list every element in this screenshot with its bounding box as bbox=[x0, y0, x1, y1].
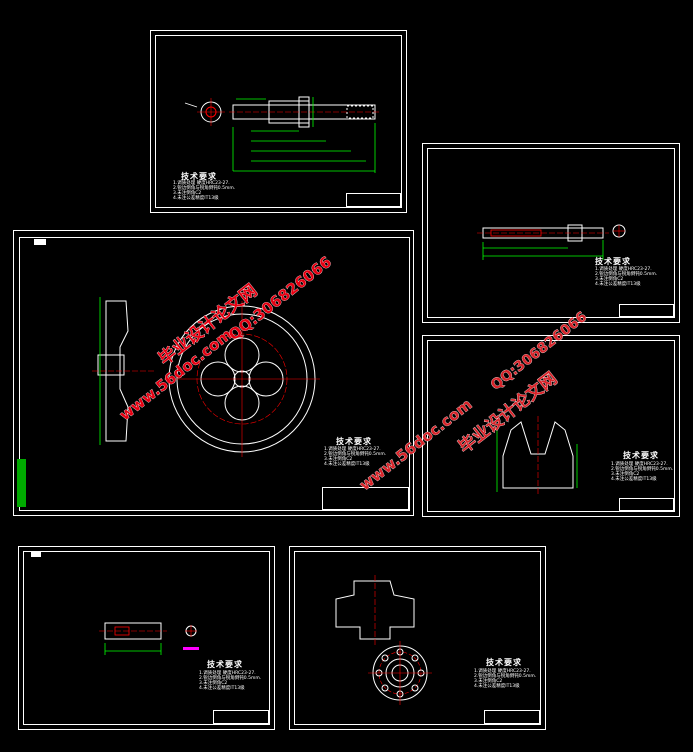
gear-drawing bbox=[17, 239, 320, 507]
title-block bbox=[619, 498, 674, 511]
requirement-line: 2.锐边倒角与锐角倒钝0.5mm. bbox=[595, 272, 658, 277]
requirements-title: 技术要求 bbox=[486, 658, 522, 667]
requirements-title: 技术要求 bbox=[207, 660, 243, 669]
title-block bbox=[322, 487, 409, 510]
requirement-line: 2.锐边倒角与锐角倒钝0.5mm. bbox=[199, 676, 262, 681]
requirement-line: 1.调质处理 硬度HRC23-27. bbox=[199, 671, 256, 676]
requirements-title: 技术要求 bbox=[181, 172, 217, 181]
requirement-line: 3.未注倒角C2 bbox=[199, 681, 228, 686]
requirements-title: 技术要求 bbox=[336, 437, 372, 446]
title-block bbox=[484, 710, 540, 724]
drawing-sheet-pin: 技术要求 1.调质处理 硬度HRC23-27. 2.锐边倒角与锐角倒钝0.5mm… bbox=[18, 546, 275, 730]
requirement-line: 1.调质处理 硬度HRC23-27. bbox=[595, 267, 652, 272]
shaft-drawing bbox=[184, 96, 379, 173]
requirement-line: 4.未注公差精度IT13级 bbox=[595, 282, 641, 287]
requirement-line: 4.未注公差精度IT13级 bbox=[324, 462, 370, 467]
requirement-line: 1.调质处理 硬度HRC23-27. bbox=[474, 669, 531, 674]
requirement-line: 4.未注公差精度IT13级 bbox=[611, 477, 657, 482]
pin-drawing bbox=[31, 551, 199, 655]
title-block bbox=[619, 304, 674, 317]
drawing-sheet-shaft: 技术要求 1.调质处理 硬度HRC23-27. 2.锐边倒角与锐角倒钝0.5mm… bbox=[150, 30, 407, 213]
bevel-gear-drawing bbox=[496, 416, 578, 494]
requirement-line: 3.未注倒角C2 bbox=[173, 191, 202, 196]
requirement-line: 3.未注倒角C2 bbox=[611, 472, 640, 477]
requirement-line: 2.锐边倒角与锐角倒钝0.5mm. bbox=[173, 186, 236, 191]
requirement-line: 4.未注公差精度IT13级 bbox=[199, 686, 245, 691]
requirement-line: 1.调质处理 硬度HRC23-27. bbox=[173, 181, 230, 186]
requirement-line: 1.调质处理 硬度HRC23-27. bbox=[324, 447, 381, 452]
requirement-line: 3.未注倒角C2 bbox=[474, 679, 503, 684]
requirements-title: 技术要求 bbox=[623, 451, 659, 460]
drawing-sheet-spindle: 技术要求 1.调质处理 硬度HRC23-27. 2.锐边倒角与锐角倒钝0.5mm… bbox=[422, 143, 680, 323]
title-block bbox=[213, 710, 269, 724]
requirements-title: 技术要求 bbox=[595, 257, 631, 266]
flange-drawing bbox=[335, 575, 432, 705]
drawing-sheet-bevel-gear: 技术要求 1.调质处理 硬度HRC23-27. 2.锐边倒角与锐角倒钝0.5mm… bbox=[422, 335, 680, 517]
requirement-line: 2.锐边倒角与锐角倒钝0.5mm. bbox=[324, 452, 387, 457]
requirement-line: 2.锐边倒角与锐角倒钝0.5mm. bbox=[611, 467, 674, 472]
drawing-sheet-gear-assembly: 技术要求 1.调质处理 硬度HRC23-27. 2.锐边倒角与锐角倒钝0.5mm… bbox=[13, 230, 414, 516]
requirement-line: 3.未注倒角C2 bbox=[324, 457, 353, 462]
requirement-line: 3.未注倒角C2 bbox=[595, 277, 624, 282]
requirement-line: 4.未注公差精度IT13级 bbox=[474, 684, 520, 689]
spindle-drawing bbox=[477, 224, 626, 260]
title-block bbox=[346, 193, 401, 207]
drawing-sheet-flange: 技术要求 1.调质处理 硬度HRC23-27. 2.锐边倒角与锐角倒钝0.5mm… bbox=[289, 546, 546, 730]
requirement-line: 4.未注公差精度IT13级 bbox=[173, 196, 219, 201]
requirement-line: 1.调质处理 硬度HRC23-27. bbox=[611, 462, 668, 467]
requirement-line: 2.锐边倒角与锐角倒钝0.5mm. bbox=[474, 674, 537, 679]
